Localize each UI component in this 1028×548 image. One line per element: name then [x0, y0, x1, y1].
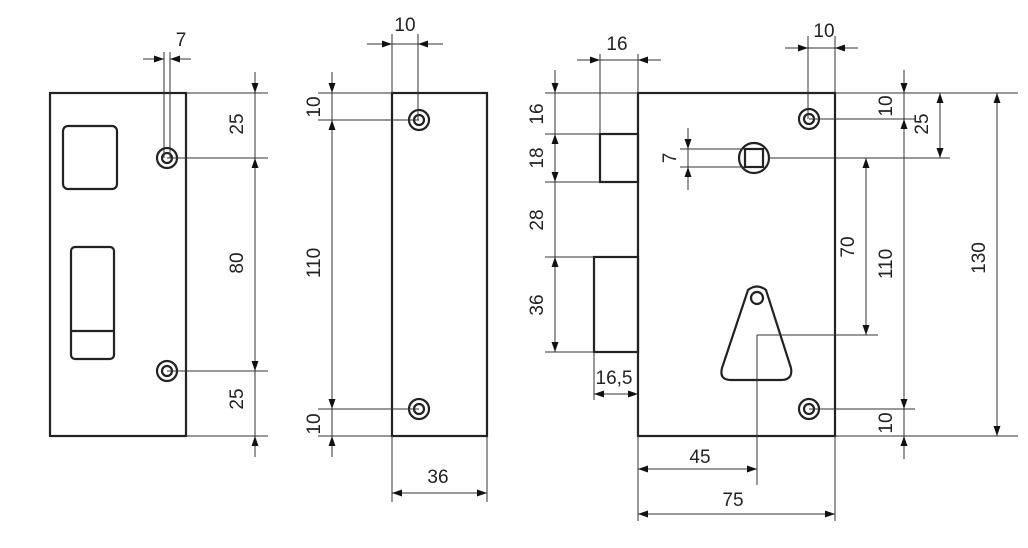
dim-forend-width: 36 [427, 467, 448, 488]
follower-spindle-square [737, 141, 771, 175]
dim-forend-hole-width: 10 [394, 15, 415, 36]
dim-forend-bottom-offset: 10 [304, 413, 325, 434]
dim-keeper-hole-spacing: 80 [227, 252, 248, 273]
forend-view: 10 10 110 10 36 [304, 15, 489, 502]
dim-forend-hole-spacing: 110 [304, 248, 325, 278]
dim-deadbolt-top-offset: 16 [527, 103, 548, 124]
lock-case-view: 16 18 28 36 16 16,5 7 10 [527, 21, 1018, 521]
dim-lock-case-top-offset: 10 [876, 95, 897, 116]
keeper-bolt-opening [61, 124, 119, 191]
dim-forend-top-offset: 10 [304, 96, 325, 117]
dim-keeper-bottom-offset: 25 [227, 388, 248, 409]
keeper-plate-outline [48, 91, 188, 438]
keyhole [720, 285, 793, 382]
keeper-plate-view: 7 25 80 25 [48, 30, 268, 457]
dim-overall-height: 130 [969, 242, 990, 274]
dim-latch-projection: 16,5 [596, 368, 633, 389]
dim-spindle-to-keyhole: 70 [838, 236, 859, 257]
dim-bolt-gap: 28 [527, 209, 548, 230]
dim-keeper-top-offset: 25 [227, 113, 248, 134]
forend-outline [390, 91, 489, 438]
dim-latch-height: 36 [527, 294, 548, 315]
dim-keeper-hole-width: 7 [176, 30, 187, 51]
latch-bolt [592, 255, 640, 354]
deadbolt [598, 132, 640, 184]
dim-lock-case-hole-spacing: 110 [876, 249, 897, 279]
dim-deadbolt-width: 16 [606, 34, 627, 55]
dim-backset: 45 [689, 447, 710, 468]
keeper-latch-opening [69, 245, 116, 361]
dim-deadbolt-height: 18 [527, 147, 548, 168]
dim-spindle-offset: 25 [912, 113, 933, 134]
dim-lock-case-hole-width: 10 [813, 21, 834, 42]
dim-lock-case-width: 75 [722, 490, 743, 511]
dim-spindle-size: 7 [660, 153, 681, 164]
dim-lock-case-bottom-offset: 10 [876, 412, 897, 433]
lock-case-outline [636, 91, 837, 438]
